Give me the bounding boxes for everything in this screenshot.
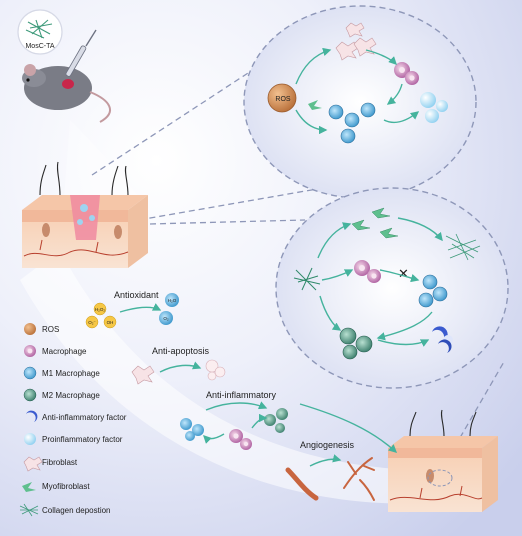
center-macrophages xyxy=(354,260,381,283)
healed-skin-block xyxy=(388,409,498,512)
macrophage-cells xyxy=(394,62,419,85)
legend-item-m1-macrophage: M1 Macrophage xyxy=(23,366,100,380)
fibroblast-icon xyxy=(23,456,43,472)
angiogenesis-label: Angiogenesis xyxy=(300,440,355,450)
anti-inflammatory-process: Anti-inflammatory xyxy=(180,390,288,450)
o2-radical-label: O₂⁻ xyxy=(88,320,96,325)
legend-item-macrophage: Macrophage xyxy=(24,345,87,357)
legend-label: M2 Macrophage xyxy=(42,391,100,400)
angiogenesis-process: Angiogenesis xyxy=(285,440,375,501)
proinflammatory-factor-icon xyxy=(24,433,36,445)
ros-label: ROS xyxy=(275,96,291,103)
anti-apoptosis-process: Anti-apoptosis xyxy=(131,346,226,385)
m2-bottom-cells xyxy=(339,327,373,360)
myofibroblast-cell xyxy=(308,100,322,110)
middle-circle-arrows xyxy=(317,217,443,347)
blocked-x-mark: ✕ xyxy=(398,266,409,281)
legend-item-anti-inflammatory-factor: Anti-inflammatory factor xyxy=(26,410,127,422)
legend-item-proinflammatory-factor: Proinflammatory factor xyxy=(24,433,123,445)
heal-arrow xyxy=(299,403,398,453)
mosc-ta-label: MosC-TA xyxy=(25,43,54,50)
legend-label: ROS xyxy=(42,325,59,334)
legend-label: M1 Macrophage xyxy=(42,369,100,378)
legend-label: Fibroblast xyxy=(42,458,78,467)
m1-macrophage-icon xyxy=(23,366,37,380)
ros-cell xyxy=(267,83,297,113)
legend-label: Collagen depostion xyxy=(42,506,111,515)
legend-item-m2-macrophage: M2 Macrophage xyxy=(23,388,100,402)
proinflammatory-factors xyxy=(420,92,448,123)
mosc-ta-cluster xyxy=(293,267,321,291)
o2-label: O₂ xyxy=(163,316,169,321)
m2-macrophage-icon xyxy=(23,388,37,402)
m1-right-cells xyxy=(418,274,448,308)
anti-inflammatory-label: Anti-inflammatory xyxy=(206,390,277,400)
m1-macrophage-cells xyxy=(328,102,376,144)
h2o-molecule xyxy=(165,293,179,307)
legend: ROS Macrophage M1 Macrophage M2 Macropha… xyxy=(19,323,127,517)
mosc-ta-bubble: MosC-TA xyxy=(17,9,63,55)
legend-item-fibroblast: Fibroblast xyxy=(23,456,78,472)
anti-inflammatory-factor-icon xyxy=(26,410,38,422)
middle-circle-wound-repair: ✕ xyxy=(275,187,509,389)
mouse-illustration xyxy=(22,29,112,123)
legend-label: Macrophage xyxy=(42,347,87,356)
top-circle-ros-scavenging: ROS xyxy=(243,5,477,199)
antioxidant-label: Antioxidant xyxy=(114,290,159,300)
top-circle-arrows xyxy=(295,47,420,135)
h2o-label: H₂O xyxy=(168,298,177,303)
anti-apoptosis-label: Anti-apoptosis xyxy=(152,346,210,356)
h2o2-label: H₂O₂ xyxy=(95,307,105,312)
collagen-mesh xyxy=(445,233,481,261)
legend-label: Myofibroblast xyxy=(42,482,90,491)
skin-wound-block xyxy=(22,161,148,268)
collagen-icon xyxy=(19,503,39,517)
legend-item-ros: ROS xyxy=(24,323,59,335)
o2-molecule xyxy=(159,311,173,325)
legend-item-myofibroblast: Myofibroblast xyxy=(22,482,90,492)
myofibroblast-group xyxy=(351,207,399,239)
oh-radical-label: OH xyxy=(107,320,114,325)
o2-radical-molecule xyxy=(85,315,99,329)
oh-radical-molecule xyxy=(103,315,117,329)
antioxidant-process: Antioxidant H₂O₂ O₂⁻ OH H₂O O₂ xyxy=(85,290,179,329)
h2o2-molecule xyxy=(93,302,107,316)
anti-inflammatory-factors xyxy=(432,326,453,353)
ros-icon xyxy=(24,323,36,335)
legend-label: Proinflammatory factor xyxy=(42,435,123,444)
legend-label: Anti-inflammatory factor xyxy=(42,413,127,422)
legend-item-collagen: Collagen depostion xyxy=(19,503,111,517)
myofibroblast-icon xyxy=(22,482,36,492)
